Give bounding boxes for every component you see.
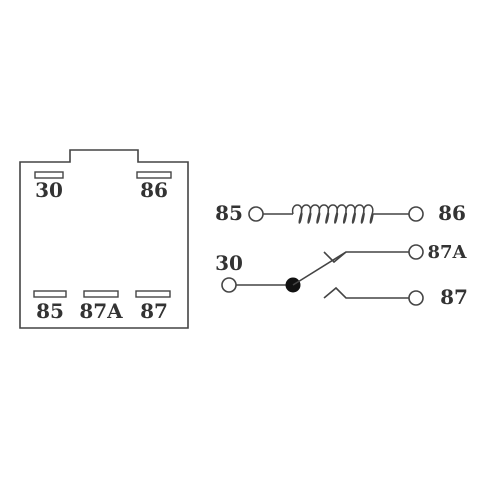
- switch-arm: [292, 251, 347, 286]
- pin-87-label: 87: [140, 299, 168, 323]
- pin-86-label: 86: [140, 178, 168, 202]
- terminal-87: [408, 290, 424, 306]
- relay-housing-outline: [19, 149, 189, 329]
- terminal-85: [248, 206, 264, 222]
- terminal-86: [408, 206, 424, 222]
- pin-87-slot: [135, 290, 171, 298]
- pin-85-label: 85: [36, 299, 64, 323]
- terminal-87a-label: 87A: [427, 242, 467, 263]
- pin-85-slot: [33, 290, 67, 298]
- pin-30-slot: [34, 171, 64, 179]
- terminal-87-label: 87: [440, 285, 468, 309]
- terminal-85-label: 85: [215, 201, 243, 225]
- relay-schematic: 85 86 30 87A 87: [215, 201, 468, 309]
- terminal-86-label: 86: [438, 201, 466, 225]
- relay-body: 30 86 85 87A 87: [19, 149, 189, 329]
- terminal-30: [221, 277, 237, 293]
- terminal-30-label: 30: [215, 251, 243, 275]
- pin-87a-label: 87A: [79, 299, 123, 323]
- contact-87: [323, 286, 409, 299]
- coil-winding: [291, 204, 374, 224]
- terminal-87a: [408, 244, 424, 260]
- pin-87a-slot: [83, 290, 119, 298]
- pin-30-label: 30: [35, 178, 63, 202]
- pin-86-slot: [136, 171, 172, 179]
- contact-87a: [323, 251, 409, 264]
